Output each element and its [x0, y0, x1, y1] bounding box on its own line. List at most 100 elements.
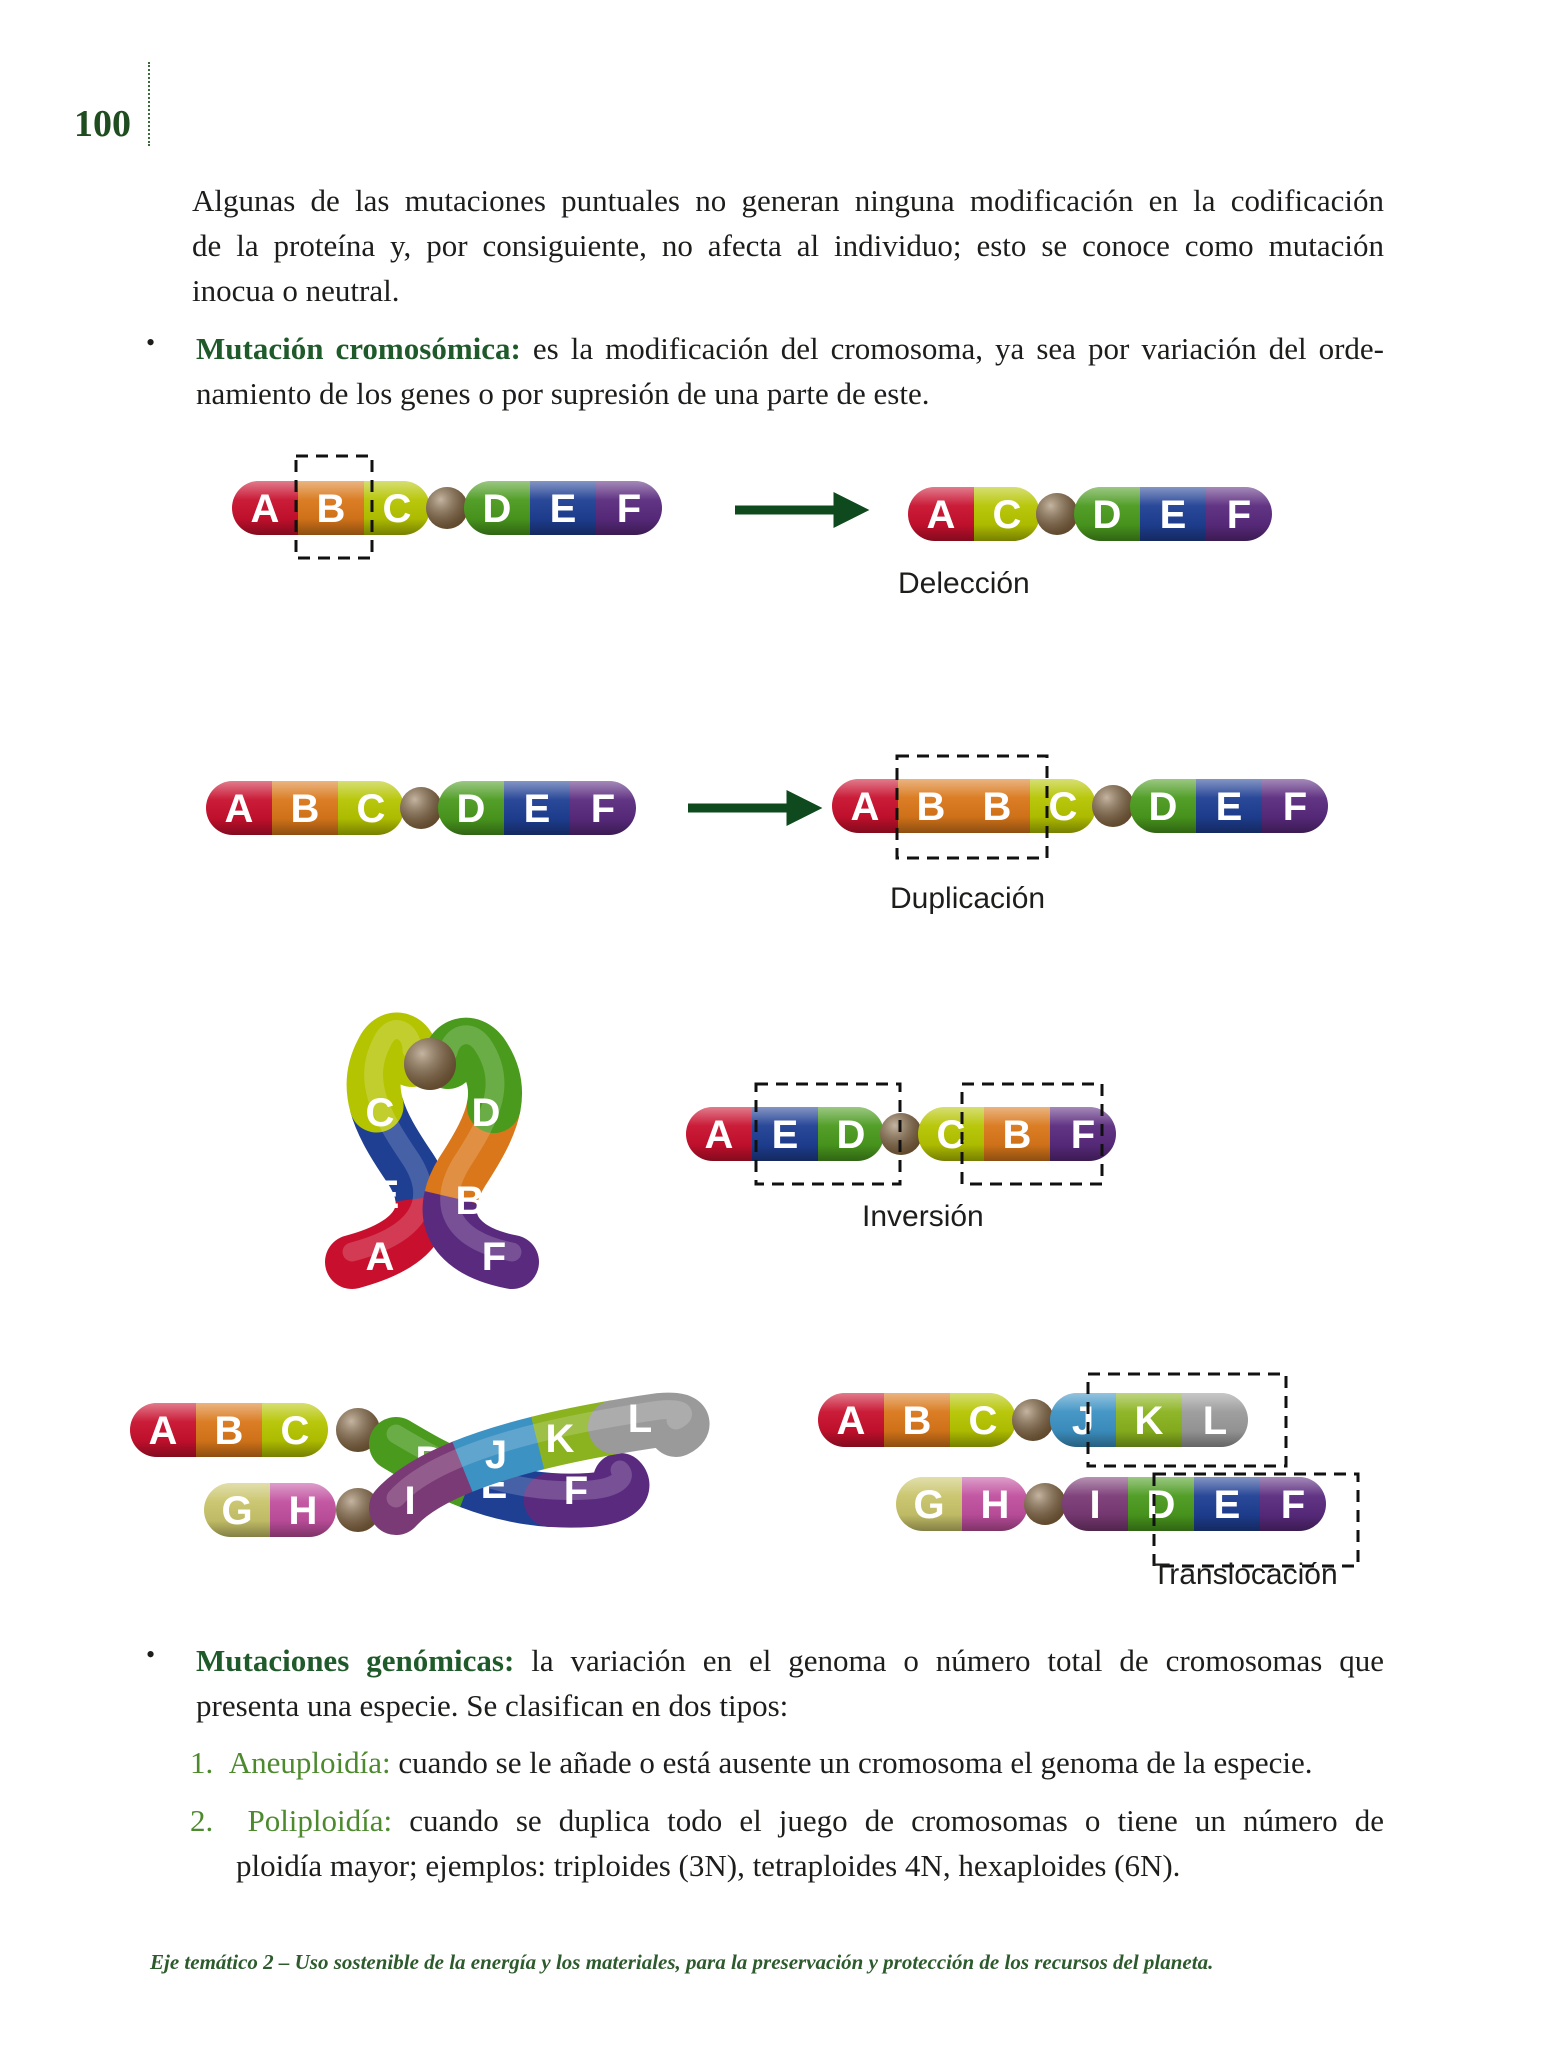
intro-line-3: inocua o neutral. [192, 273, 400, 308]
translocation-caption: Translocación [1152, 1558, 1338, 1591]
gene-label-h: H [289, 1489, 318, 1533]
inversion-caption: Inversión [862, 1200, 984, 1233]
chromosomal-bullet: • [146, 328, 156, 357]
gene-label-e: E [772, 1113, 799, 1157]
genomic-text-1: la variación en el genoma o número total… [531, 1643, 1385, 1678]
chromosome-arm [438, 781, 636, 835]
gene-label-j: J [1072, 1399, 1094, 1443]
chromosome-arm [1050, 1393, 1248, 1447]
arm-shading [896, 1477, 1028, 1531]
gene-label-a: A [366, 1235, 395, 1279]
duplication-dashed-box [895, 754, 1049, 860]
genomic-line-1: Mutaciones genómicas: la variación en el… [196, 1638, 1384, 1683]
genomic-line-2: presenta una especie. Se clasifican en d… [196, 1688, 789, 1723]
chromosomal-line-1: Mutación cromosómica: es la modificación… [196, 326, 1384, 371]
chromosomal-text-1: es la modificación del cromosoma, ya sea… [532, 331, 1384, 366]
gene-label-e: E [1160, 493, 1187, 537]
arm-shading [464, 481, 662, 535]
footer-theme: Eje temático 2 – Uso sostenible de la en… [150, 1950, 1214, 1974]
gene-segment-b [421, 1017, 523, 1289]
arm-highlight [342, 1020, 433, 1262]
chromosome-arm [1062, 1477, 1326, 1531]
centromere-shade [426, 487, 468, 529]
chromosomal-term: Mutación cromosómica: [196, 331, 521, 366]
arm-shading [832, 779, 1096, 833]
gene-label-f: F [1227, 493, 1251, 537]
chromosomal-paragraph: Mutación cromosómica: es la modificación… [196, 326, 1384, 416]
gene-segment-k [375, 1392, 710, 1527]
gene-label-f: F [1281, 1483, 1305, 1527]
gene-label-c: C [969, 1399, 998, 1443]
gene-label-k: K [1135, 1399, 1164, 1443]
polyploidy-term: Poliploidía: [247, 1803, 393, 1838]
gene-label-a: A [149, 1409, 178, 1453]
arm-shading [908, 487, 1040, 541]
gene-label-b: B [983, 785, 1012, 829]
translocation-top-before-centromere-shade [336, 1408, 380, 1452]
chromosome-arm [464, 481, 662, 535]
polyploidy-number: 2. [190, 1803, 214, 1838]
intro-line-2: de la proteína y, por consiguiente, no a… [192, 228, 1384, 263]
gene-label-e: E [550, 487, 577, 531]
chromosome-arm [232, 481, 430, 535]
aneuploidy-text: cuando se le añade o está ausente un cro… [398, 1745, 1313, 1780]
gene-label-b: B [456, 1179, 485, 1223]
arm-shading [130, 1403, 328, 1457]
gene-label-e: E [373, 1173, 400, 1217]
aneuploidy-item: 1. Aneuploidía: cuando se le añade o est… [190, 1740, 1386, 1785]
chromosome-arm [832, 779, 1096, 833]
chromosome-arm [896, 1477, 1028, 1531]
arm-shading [818, 1393, 1016, 1447]
arm-shading [686, 1107, 884, 1161]
gene-segment-l [369, 1392, 710, 1535]
intro-line-1: Algunas de las mutaciones puntuales no g… [192, 183, 1384, 218]
gene-label-a: A [927, 493, 956, 537]
arm-shading [232, 481, 430, 535]
gene-label-f: F [591, 787, 615, 831]
gene-segment-f [421, 1017, 539, 1289]
gene-label-l: L [628, 1397, 652, 1441]
gene-label-e: E [1214, 1483, 1241, 1527]
chromosome-arm [1130, 779, 1328, 833]
chromosome-arm [130, 1403, 328, 1457]
gene-label-b: B [291, 787, 320, 831]
gene-label-a: A [705, 1113, 734, 1157]
gene-label-d: D [1093, 493, 1122, 537]
gene-label-e: E [1216, 785, 1243, 829]
page-number: 100 [74, 103, 131, 145]
arm-highlight [386, 1400, 692, 1508]
chromosomal-line-2: namiento de los genes o por supresión de… [196, 376, 930, 411]
inversion-loop-right-arm: FBD [421, 1017, 539, 1289]
gene-label-b: B [317, 487, 346, 531]
gene-label-a: A [851, 785, 880, 829]
gene-label-f: F [617, 487, 641, 531]
gene-label-a: A [837, 1399, 866, 1443]
gene-label-b: B [215, 1409, 244, 1453]
polyploidy-text-1: cuando se duplica todo el juego de cromo… [409, 1803, 1385, 1838]
intro-paragraph: Algunas de las mutaciones puntuales no g… [192, 178, 1384, 313]
gene-segment-d [421, 1017, 539, 1289]
chromosome-arm [908, 487, 1040, 541]
centromere-shade [400, 787, 442, 829]
chromosome-arm [204, 1483, 336, 1537]
gene-label-e: E [524, 787, 551, 831]
gene-segment-a [325, 1012, 450, 1289]
arm-highlight [438, 1025, 522, 1262]
aneuploidy-line: 1. Aneuploidía: cuando se le añade o est… [190, 1740, 1386, 1785]
duplication-caption: Duplicación [890, 882, 1045, 915]
page-number-rule [148, 62, 150, 146]
arm-shading [206, 781, 404, 835]
gene-label-k: K [546, 1417, 575, 1461]
chromosome-arm [1074, 487, 1272, 541]
gene-label-a: A [251, 487, 280, 531]
genomic-bullet: • [146, 1640, 156, 1669]
chromosome-arm [918, 1107, 1116, 1161]
inversion-loop-left-arm: AEC [325, 1012, 450, 1289]
